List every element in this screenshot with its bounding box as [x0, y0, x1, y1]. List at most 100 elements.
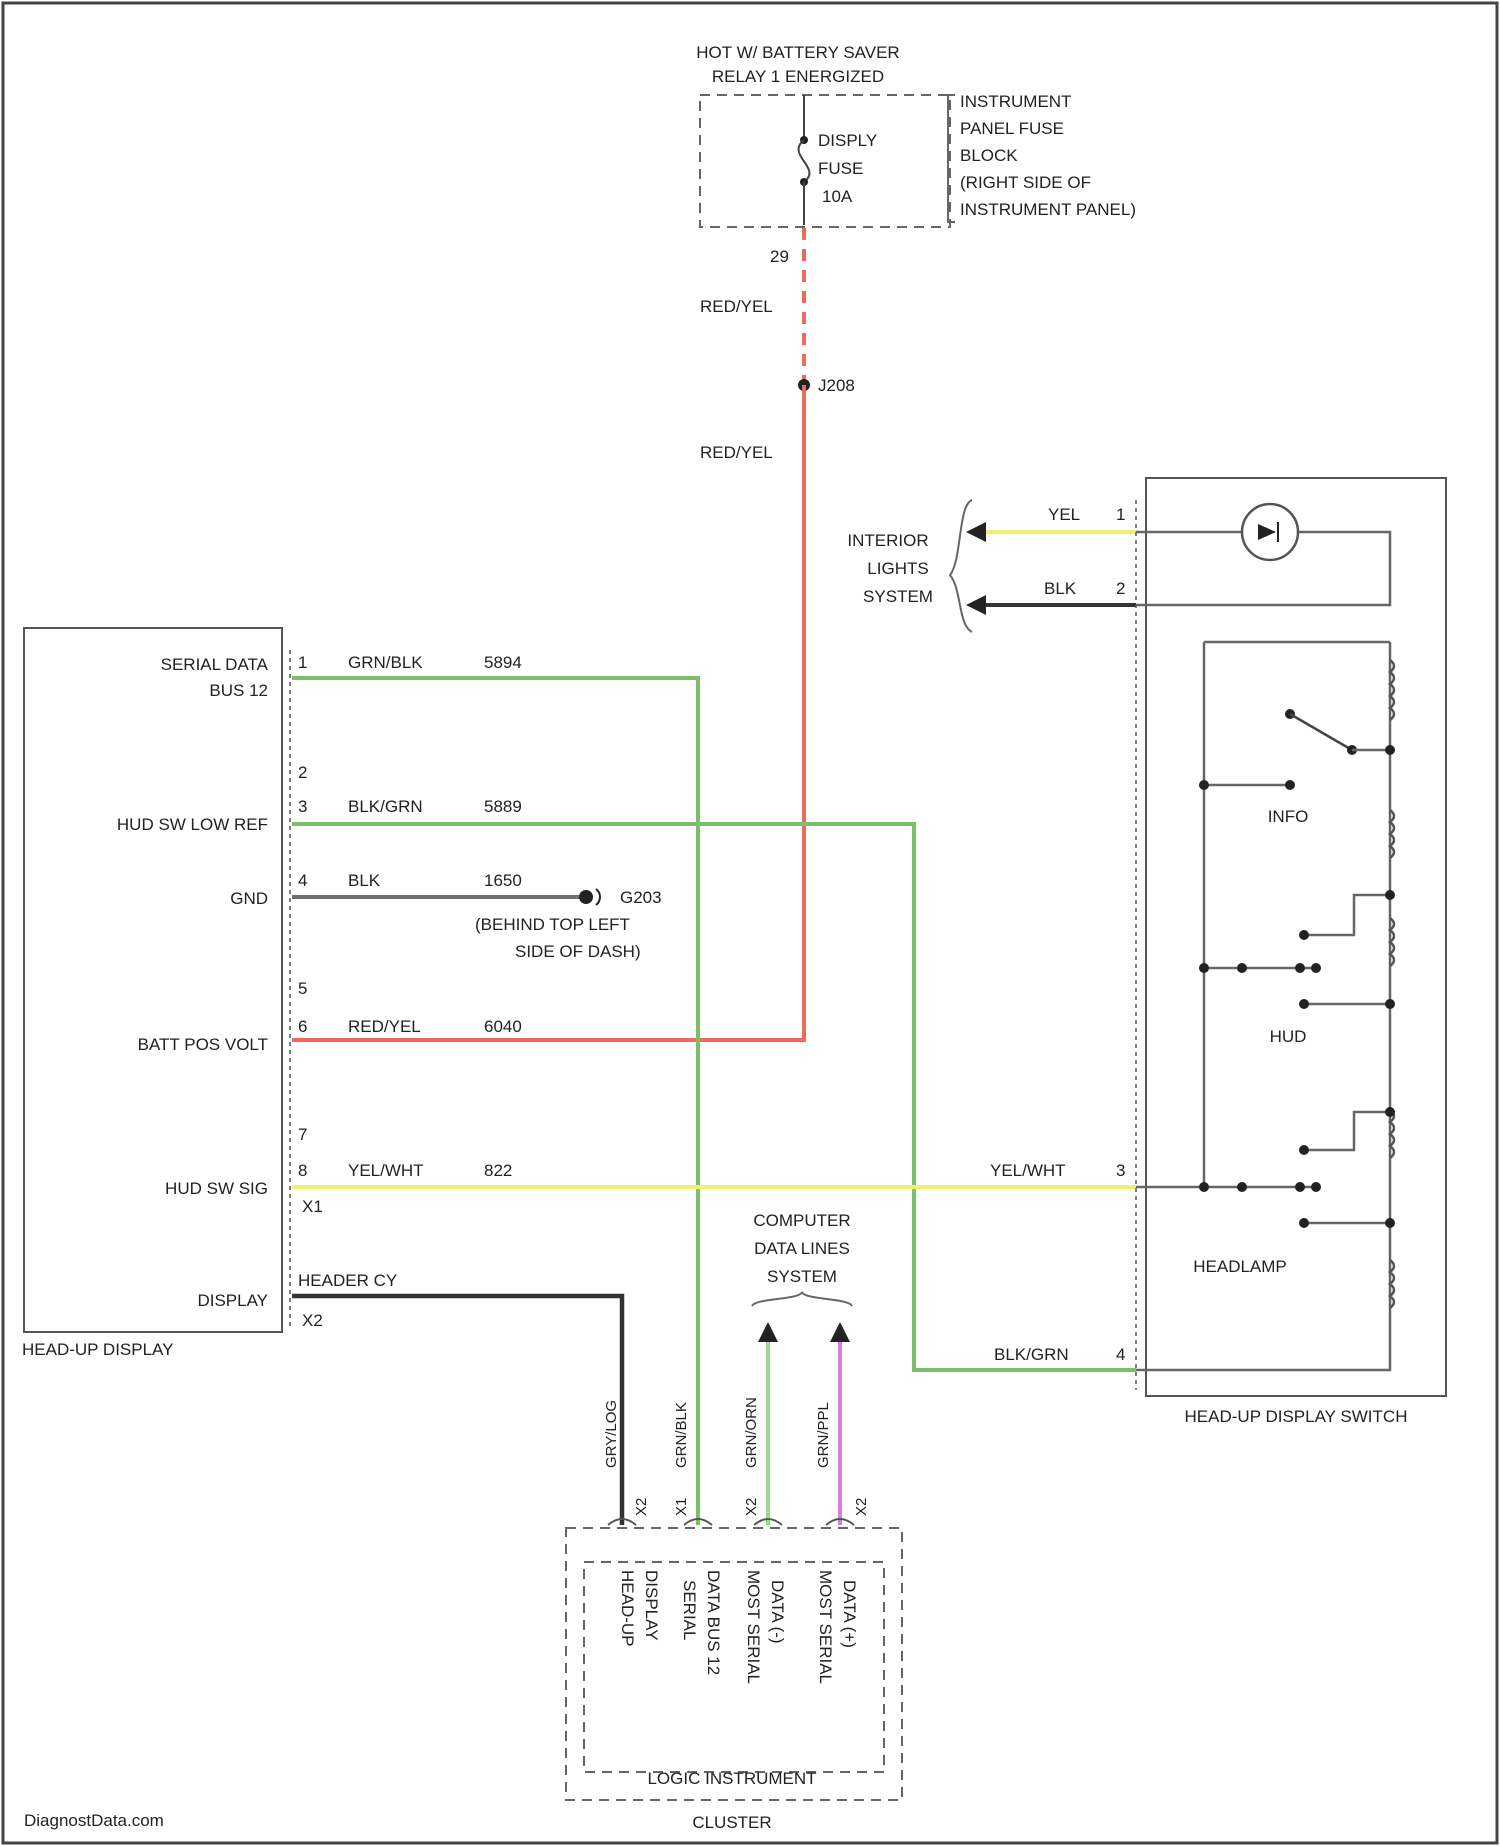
- fuse-pin: 29: [770, 247, 789, 266]
- splice-label: J208: [818, 376, 855, 395]
- hud-pin1-name-line2: BUS 12: [209, 681, 268, 700]
- hud-pin4-number: 4: [298, 871, 307, 890]
- info-ladder-node: [1385, 745, 1395, 755]
- hud-switch-contact: [1295, 963, 1305, 973]
- headlamp-switch-contact-2: [1311, 1182, 1321, 1192]
- hud-pin1-circuit: 5894: [484, 653, 522, 672]
- hud-display-wire: HEADER CY: [298, 1271, 397, 1290]
- hud-common-node-2: [1237, 963, 1247, 973]
- fuse-block-line4: (RIGHT SIDE OF: [960, 173, 1091, 192]
- cluster-title-line2: CLUSTER: [692, 1813, 771, 1832]
- watermark: DiagnostData.com: [24, 1811, 164, 1830]
- cluster-pin2-wire: GRN/BLK: [673, 1402, 690, 1468]
- cluster-pin1-wire: GRY/LOG: [603, 1400, 620, 1468]
- cluster-pin1-number: X2: [633, 1498, 650, 1516]
- data-lines-bracket: [752, 1292, 852, 1306]
- cluster-pin3-wire: GRN/ORN: [743, 1397, 760, 1468]
- cluster-pin4-number: X2: [853, 1498, 870, 1516]
- cluster-outline: [566, 1528, 902, 1800]
- hud-switch-node-upper: [1299, 930, 1309, 940]
- data-minus-arrow-icon: [758, 1322, 778, 1342]
- cluster-pin1-label-line2: DISPLAY: [642, 1570, 661, 1641]
- cluster-pin4-label-line2: DATA (+): [840, 1580, 859, 1648]
- page-border: [3, 3, 1497, 1843]
- fuse-name-line2: FUSE: [818, 159, 863, 178]
- hud-pin4-name: GND: [230, 889, 268, 908]
- hud-pin8-circuit: 822: [484, 1161, 512, 1180]
- hud-pin4-wire: BLK: [348, 871, 381, 890]
- power-wire-lower-color: RED/YEL: [700, 443, 773, 462]
- power-wire-upper-color: RED/YEL: [700, 297, 773, 316]
- headlamp-switch-upper: [1304, 1112, 1390, 1150]
- fuse-icon: [799, 140, 810, 182]
- switch-module: [1146, 478, 1446, 1396]
- cluster-connector-icon: [608, 1519, 854, 1525]
- interior-wire2: BLK: [1044, 579, 1077, 598]
- switch-title: HEAD-UP DISPLAY SWITCH: [1185, 1407, 1408, 1426]
- hud-pin-x1: X1: [302, 1197, 323, 1216]
- hud-pin1-number: 1: [298, 653, 307, 672]
- cluster-pin4-wire: GRN/PPL: [815, 1402, 832, 1468]
- ground-location-line1: (BEHIND TOP LEFT: [475, 915, 630, 934]
- hud-pin1-name-line1: SERIAL DATA: [161, 655, 269, 674]
- fuse-name-line1: DISPLY: [818, 131, 877, 150]
- display-wire: [292, 1296, 622, 1525]
- switch-ref-pin: 4: [1116, 1345, 1125, 1364]
- cluster-pin3-label-line2: DATA (-): [768, 1580, 787, 1644]
- hud-pin1-wire: GRN/BLK: [348, 653, 423, 672]
- hud-pin6-circuit: 6040: [484, 1017, 522, 1036]
- headlamp-switch-contact: [1295, 1182, 1305, 1192]
- hud-pin3-circuit: 5889: [484, 797, 522, 816]
- fuse-rating: 10A: [822, 187, 853, 206]
- hud-pin3-name: HUD SW LOW REF: [117, 815, 268, 834]
- fuse-block-line5: INSTRUMENT PANEL): [960, 200, 1136, 219]
- hud-switch-upper: [1304, 895, 1390, 935]
- interior-wire1: YEL: [1048, 505, 1080, 524]
- info-label: INFO: [1268, 807, 1309, 826]
- headlamp-label: HEADLAMP: [1193, 1257, 1287, 1276]
- hud-pin7-number: 7: [298, 1125, 307, 1144]
- info-switch-arm: [1290, 714, 1352, 750]
- hud-pin6-wire: RED/YEL: [348, 1017, 421, 1036]
- hud-module: [24, 628, 282, 1332]
- cluster-title-line1: LOGIC INSTRUMENT: [647, 1769, 816, 1788]
- hud-ladder-node-lower: [1385, 999, 1395, 1009]
- hud-pin8-number: 8: [298, 1161, 307, 1180]
- data-lines-line2: DATA LINES: [754, 1239, 850, 1258]
- hud-title: HEAD-UP DISPLAY: [22, 1340, 173, 1359]
- hud-pin3-wire: BLK/GRN: [348, 797, 423, 816]
- hud-ladder-node-upper: [1385, 890, 1395, 900]
- switch-ref-wire: BLK/GRN: [994, 1345, 1069, 1364]
- hud-pin8-wire: YEL/WHT: [348, 1161, 424, 1180]
- hud-pin-x2: X2: [302, 1311, 323, 1330]
- hud-pin6-number: 6: [298, 1017, 307, 1036]
- cluster-pin4-label-line1: MOST SERIAL: [816, 1570, 835, 1684]
- headlamp-common-node-2: [1237, 1182, 1247, 1192]
- hud-common-node: [1199, 963, 1209, 973]
- cluster-pin3-label-line1: MOST SERIAL: [744, 1570, 763, 1684]
- data-plus-arrow-icon: [830, 1322, 850, 1342]
- fuse-block-line1: INSTRUMENT: [960, 92, 1071, 111]
- switch-sig-pin: 3: [1116, 1161, 1125, 1180]
- cluster-pin2-label-line1: SERIAL: [680, 1580, 699, 1640]
- cluster-pin1-label-line1: HEAD-UP: [618, 1570, 637, 1647]
- hud-pin5-number: 5: [298, 979, 307, 998]
- interior-blk-arrow-icon: [966, 595, 986, 615]
- cluster-pin2-number: X1: [673, 1498, 690, 1516]
- ground-node: [579, 890, 593, 904]
- interior-line1: INTERIOR: [847, 531, 928, 550]
- hud-switch-contact-2: [1311, 963, 1321, 973]
- data-lines-line1: COMPUTER: [753, 1211, 850, 1230]
- hud-pin2-number: 2: [298, 763, 307, 782]
- ground-location-line2: SIDE OF DASH): [515, 942, 641, 961]
- data-lines-line3: SYSTEM: [767, 1267, 837, 1286]
- hud-switch-label: HUD: [1270, 1027, 1307, 1046]
- power-header-line1: HOT W/ BATTERY SAVER: [696, 43, 899, 62]
- hud-pin4-circuit: 1650: [484, 871, 522, 890]
- headlamp-switch-node-upper: [1299, 1145, 1309, 1155]
- interior-pin2: 2: [1116, 579, 1125, 598]
- info-contact-node: [1285, 780, 1295, 790]
- fuse-block-line2: PANEL FUSE: [960, 119, 1064, 138]
- ground-name: G203: [620, 888, 662, 907]
